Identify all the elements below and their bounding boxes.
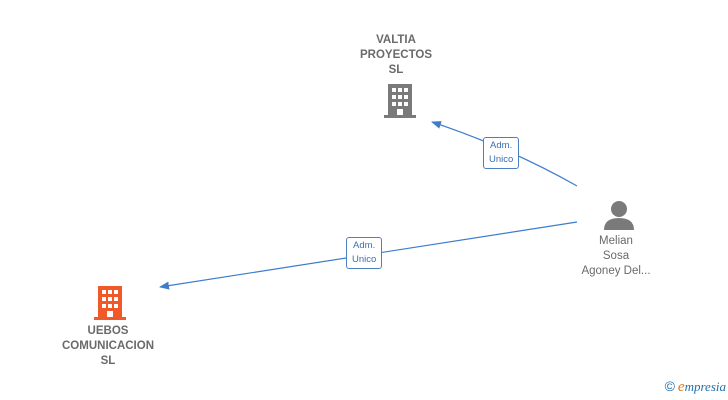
person-label-melian[interactable]: Melian Sosa Agoney Del...	[566, 234, 666, 279]
company-name-line: COMUNICACION	[62, 340, 154, 352]
person-name-line: Sosa	[602, 250, 630, 262]
relation-label-line: Adm.	[353, 240, 376, 251]
brand-name: mpresia	[684, 379, 726, 394]
person-icon[interactable]	[604, 201, 634, 230]
relation-label-line: Unico	[352, 254, 377, 265]
empresia-watermark: ©empresia	[665, 378, 726, 396]
brand-initial: e	[677, 379, 685, 395]
building-icon[interactable]	[94, 286, 126, 320]
company-name-line: UEBOS	[87, 325, 129, 337]
relation-label-line: Unico	[489, 154, 514, 165]
company-name-line: VALTIA	[376, 34, 416, 46]
building-icon[interactable]	[384, 84, 416, 118]
company-label-uebos[interactable]: UEBOS COMUNICACION SL	[48, 324, 168, 369]
person-name-line: Melian	[599, 235, 633, 247]
relation-label-uebos: Adm. Unico	[346, 237, 383, 269]
person-name-line: Agoney Del...	[581, 265, 651, 277]
company-name-line: SL	[100, 355, 116, 367]
company-name-line: PROYECTOS	[360, 49, 432, 61]
relation-label-valtia: Adm. Unico	[483, 137, 520, 169]
copyright-icon: ©	[664, 378, 675, 394]
relation-label-line: Adm.	[490, 140, 513, 151]
company-label-valtia[interactable]: VALTIA PROYECTOS SL	[346, 33, 446, 78]
company-name-line: SL	[388, 64, 404, 76]
